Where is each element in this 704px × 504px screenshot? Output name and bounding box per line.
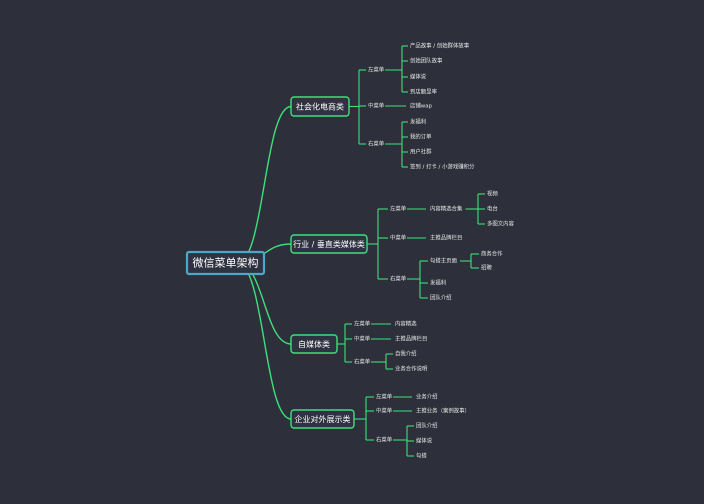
menu-label: 中菜单: [376, 407, 393, 415]
menu-item-label: 团队介绍: [416, 422, 438, 430]
menu-item-label: 用户社群: [410, 148, 432, 156]
sub-item-label: 电台: [487, 205, 498, 213]
menu-item-label: 媒体说: [416, 437, 433, 445]
menu-label: 右菜单: [368, 140, 385, 148]
menu-item-label: 主推品牌栏目: [430, 234, 462, 242]
menu-item-label: 团队介绍: [430, 294, 452, 302]
root-to-category-link: [237, 105, 292, 264]
category-node-box: [290, 234, 368, 254]
sub-item-label: 商务合作: [481, 250, 503, 258]
menu-item-label: 勾搭主页面: [430, 257, 458, 265]
menu-label: 中菜单: [390, 234, 407, 242]
menu-item-label: 产品故事 / 创始群体故事: [410, 42, 470, 50]
menu-label: 右菜单: [390, 275, 407, 283]
category-node-label: 行业 / 垂直类媒体类: [293, 239, 365, 249]
menu-label: 右菜单: [354, 358, 371, 366]
category-node-box: [290, 96, 350, 117]
menu-item-label: 勾搭: [416, 452, 427, 460]
menu-item-label: 发福利: [410, 118, 426, 126]
sub-item-label: 多图文内容: [487, 220, 515, 228]
category-node-label: 社会化电商类: [296, 102, 344, 112]
root-node-box: [185, 250, 266, 276]
menu-label: 左菜单: [390, 205, 407, 213]
menu-item-label: 内容精选合集: [430, 205, 463, 213]
menu-item-label: 自我介绍: [395, 350, 417, 358]
menu-item-label: 我的订单: [410, 133, 432, 141]
category-node-label: 自媒体类: [298, 339, 330, 349]
menu-label: 左菜单: [368, 66, 385, 74]
menu-item-label: 店铺wap: [410, 102, 432, 110]
menu-item-label: 内容精选: [395, 320, 417, 328]
menu-label: 左菜单: [354, 320, 371, 328]
category-node-box: [290, 334, 338, 354]
menu-item-label: 到店额显率: [410, 88, 438, 96]
menu-label: 右菜单: [376, 436, 393, 444]
category-node-box: [290, 409, 355, 429]
menu-item-label: 业务介绍: [416, 393, 438, 401]
root-node-label: 微信菜单架构: [193, 256, 259, 270]
menu-label: 中菜单: [368, 102, 385, 110]
menu-label: 左菜单: [376, 393, 393, 401]
menu-item-label: 签到 / 打卡 / 小游戏赚积分: [410, 163, 475, 171]
root-node: 微信菜单架构: [185, 250, 266, 276]
menu-item-label: 发福利: [430, 279, 446, 287]
menu-item-label: 创始团队故事: [410, 57, 443, 65]
menu-item-label: 业务合作说明: [395, 365, 427, 373]
sub-item-label: 招聘: [481, 264, 492, 272]
menu-label: 中菜单: [354, 335, 371, 343]
menu-item-label: 主推业务（案例故事）: [416, 407, 470, 415]
sub-item-label: 视频: [487, 190, 498, 198]
root-to-category-link: [237, 262, 292, 345]
category-node-label: 企业对外展示类: [295, 414, 351, 424]
menu-item-label: 媒体说: [410, 73, 427, 81]
menu-item-label: 主推品牌栏目: [395, 335, 427, 343]
